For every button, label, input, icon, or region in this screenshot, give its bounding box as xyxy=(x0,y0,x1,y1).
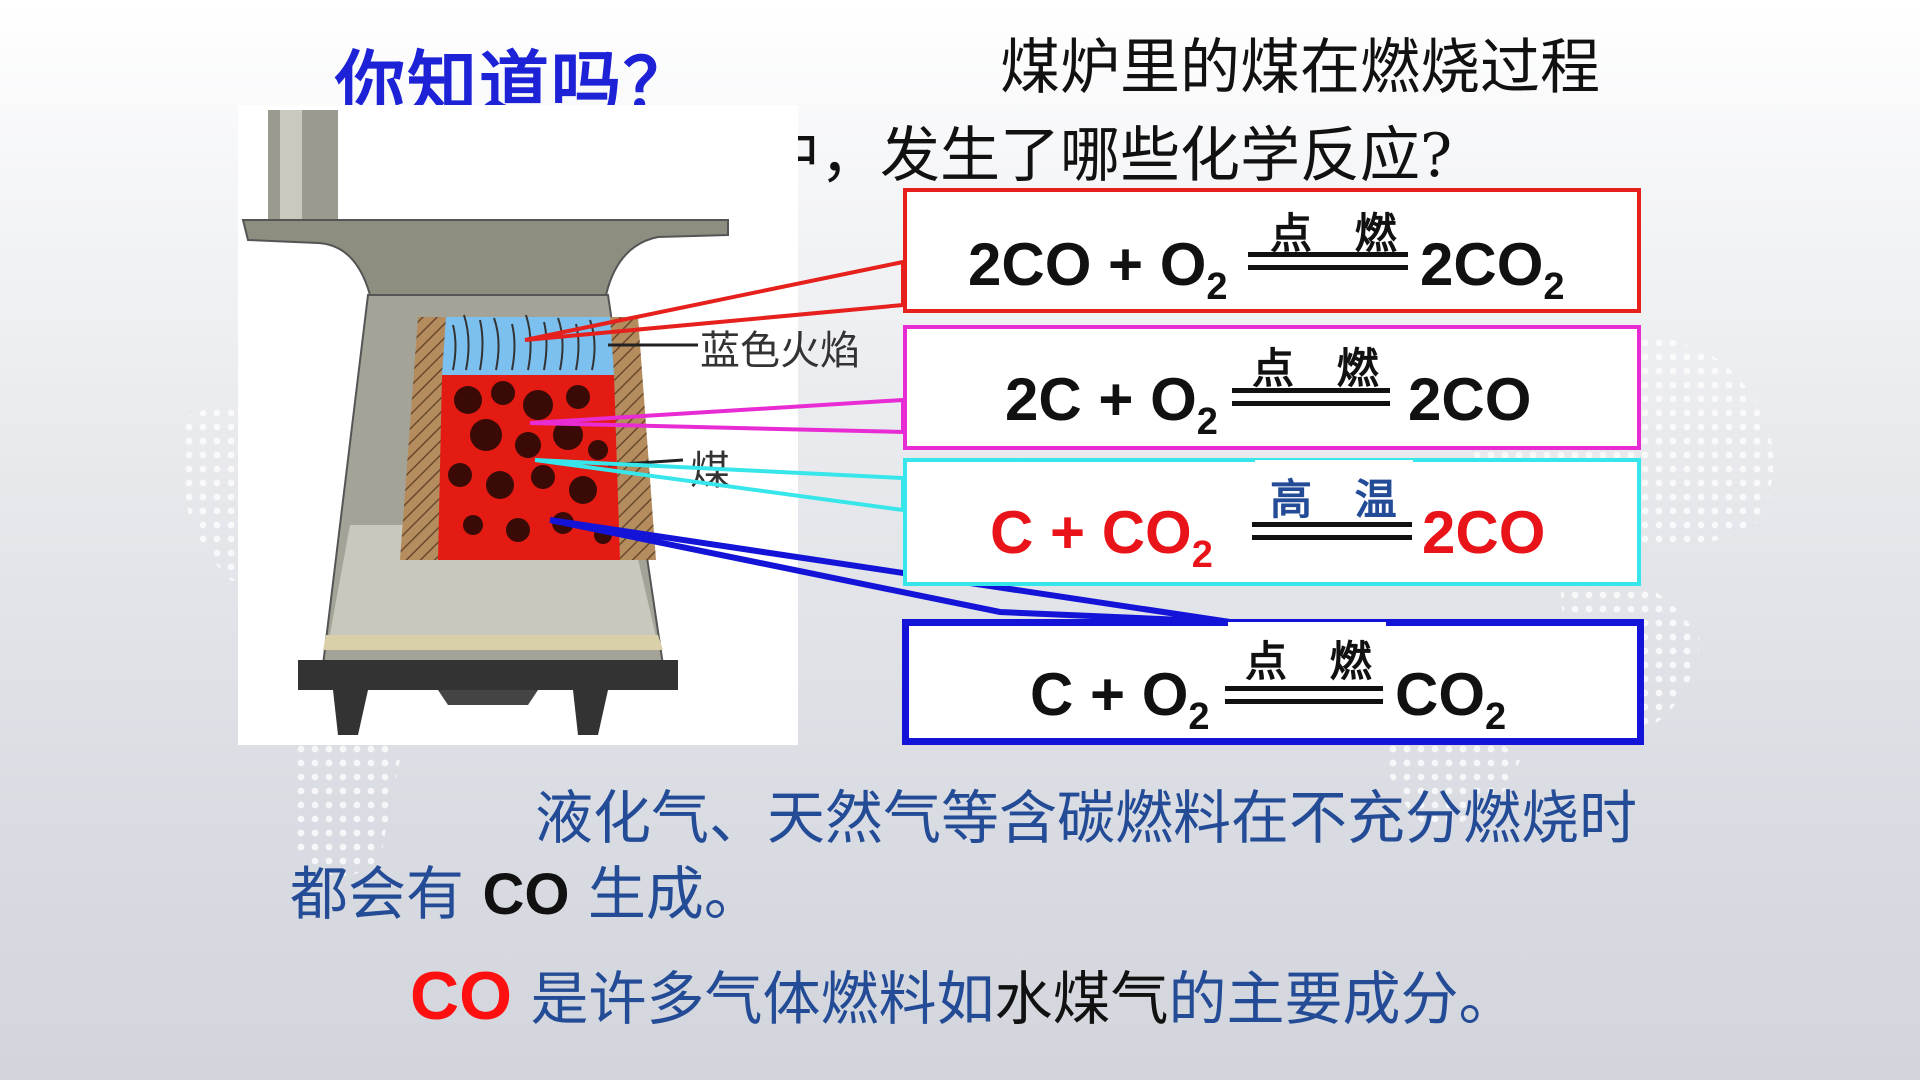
equation-1-condition: 点 燃 xyxy=(1270,209,1411,258)
equation-4-condition-bg xyxy=(1228,622,1386,684)
equation-4-lhs: C + O2 xyxy=(1030,661,1210,738)
stove-base xyxy=(298,660,678,690)
equation-1-rhs: 2CO2 xyxy=(1420,231,1565,308)
connector-magenta xyxy=(529,397,905,435)
paragraph-2-text-a: 是许多气体燃料如 xyxy=(530,965,995,1033)
paragraph-1-co: CO xyxy=(482,862,570,927)
equation-3-double-line xyxy=(1252,522,1412,540)
equation-3-rhs: 2CO xyxy=(1422,499,1546,566)
paragraph-2-highlight: 水煤气 xyxy=(994,965,1169,1033)
label-blue-flame: 蓝色火焰 xyxy=(700,328,860,374)
paragraph-incomplete-combustion: 液化气、天然气等含碳燃料在不充分燃烧时都会有 CO 生成。 xyxy=(290,780,1650,933)
equation-2-rhs: 2CO xyxy=(1408,366,1532,433)
equation-2-condition: 点 燃 xyxy=(1252,344,1393,393)
equation-box-1 xyxy=(903,188,1641,313)
equation-box-2 xyxy=(903,325,1641,450)
equation-1-lhs: 2CO + O2 xyxy=(968,231,1228,308)
question-text: 煤炉里的煤在燃烧过程中，发生了哪些化学反应? xyxy=(760,33,1600,191)
connector-blue xyxy=(549,517,1231,625)
equation-2-lhs: 2C + O2 xyxy=(1005,366,1218,443)
equation-4-condition: 点 燃 xyxy=(1245,637,1386,686)
connector-red xyxy=(524,259,905,342)
equation-3-condition: 高 温 xyxy=(1270,475,1411,524)
connector-cyan xyxy=(534,458,905,513)
coal-stove-illustration xyxy=(238,105,798,745)
equation-3-condition-bg xyxy=(1255,460,1413,522)
equation-1-double-line xyxy=(1248,252,1408,270)
equation-4-rhs: CO2 xyxy=(1395,661,1507,738)
stove-chimney xyxy=(268,110,338,220)
paragraph-2-text-b: 的主要成分。 xyxy=(1168,965,1517,1033)
equation-2-double-line xyxy=(1232,388,1390,406)
paragraph-1-text-b: 生成。 xyxy=(587,860,762,928)
paragraph-water-gas: CO 是许多气体燃料如水煤气的主要成分。 xyxy=(410,958,1516,1037)
paragraph-2-co: CO xyxy=(410,958,512,1034)
equation-4-double-line xyxy=(1225,686,1383,704)
equation-3-lhs: C + CO2 xyxy=(990,499,1213,576)
paragraph-1-text-a: 液化气、天然气等含碳燃料在不充分燃烧时都会有 xyxy=(290,784,1638,928)
